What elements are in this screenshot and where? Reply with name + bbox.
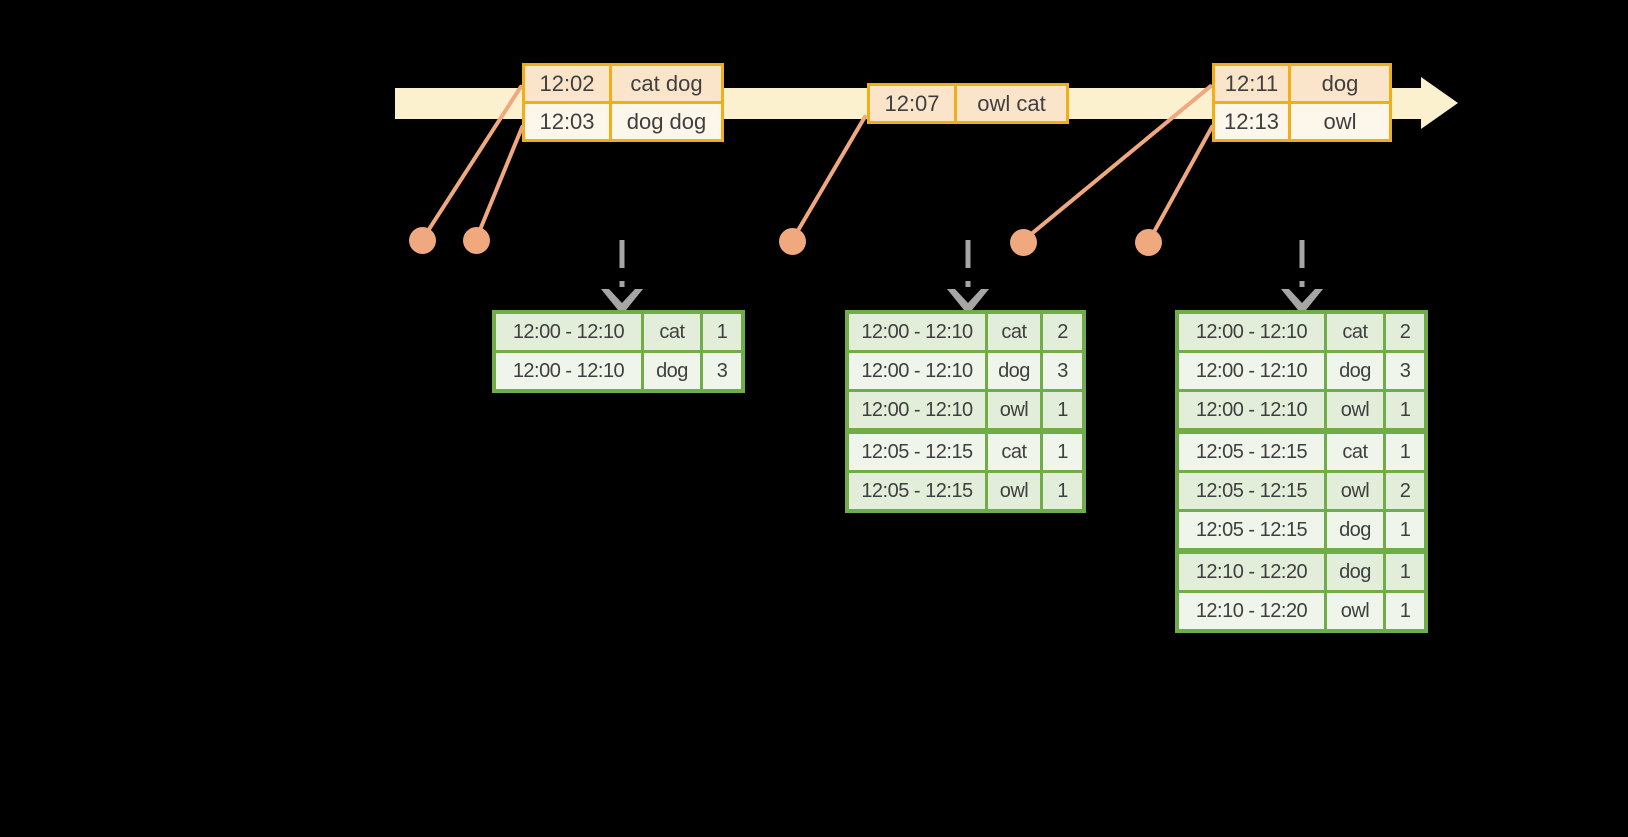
result-count: 1 <box>1043 392 1082 428</box>
dashed-arrow-down-icon <box>1281 240 1323 315</box>
result-word: owl <box>1327 473 1383 509</box>
result-row: 12:00 - 12:10 dog 3 <box>1179 353 1424 389</box>
event-words: dog <box>1291 66 1389 101</box>
result-row: 12:10 - 12:20 owl 1 <box>1179 593 1424 629</box>
event-dot-icon <box>463 227 490 254</box>
event-row: 12:03 dog dog <box>525 104 721 139</box>
event-row: 12:07 owl cat <box>870 86 1066 121</box>
result-count: 1 <box>1386 392 1424 428</box>
result-count: 2 <box>1043 314 1082 350</box>
result-row: 12:00 - 12:10 cat 2 <box>849 314 1082 350</box>
connector-line <box>791 113 868 241</box>
timeline-arrowhead-icon <box>1421 77 1458 129</box>
result-count: 1 <box>1043 473 1082 509</box>
event-words: owl cat <box>957 86 1066 121</box>
result-word: cat <box>644 314 700 350</box>
result-count: 1 <box>1386 434 1424 470</box>
dashed-arrow-down-icon <box>601 240 643 315</box>
result-count: 1 <box>1386 512 1424 548</box>
result-row: 12:00 - 12:10 dog 3 <box>496 353 741 389</box>
result-window: 12:00 - 12:10 <box>849 392 985 428</box>
result-table-1: 12:00 - 12:10 cat 1 12:00 - 12:10 dog 3 <box>492 310 745 393</box>
result-window: 12:00 - 12:10 <box>849 353 985 389</box>
result-window: 12:10 - 12:20 <box>1179 593 1324 629</box>
result-word: dog <box>1327 512 1383 548</box>
event-words: dog dog <box>612 104 721 139</box>
result-count: 2 <box>1386 473 1424 509</box>
result-window: 12:05 - 12:15 <box>849 473 985 509</box>
result-table-2: 12:00 - 12:10 cat 2 12:00 - 12:10 dog 3 … <box>845 310 1086 513</box>
result-count: 3 <box>1386 353 1424 389</box>
result-window: 12:00 - 12:10 <box>849 314 985 350</box>
result-word: owl <box>1327 392 1383 428</box>
result-window: 12:05 - 12:15 <box>1179 512 1324 548</box>
dashed-arrow-down-icon <box>947 240 989 315</box>
result-word: cat <box>1327 434 1383 470</box>
result-word: dog <box>1327 353 1383 389</box>
result-count: 1 <box>1386 593 1424 629</box>
result-row: 12:10 - 12:20 dog 1 <box>1179 554 1424 590</box>
event-row: 12:13 owl <box>1215 104 1389 139</box>
result-window: 12:10 - 12:20 <box>1179 554 1324 590</box>
result-word: owl <box>988 473 1040 509</box>
result-count: 3 <box>703 353 741 389</box>
event-table-1: 12:02 cat dog 12:03 dog dog <box>522 63 724 142</box>
result-word: cat <box>988 434 1040 470</box>
result-row: 12:05 - 12:15 owl 2 <box>1179 473 1424 509</box>
event-dot-icon <box>409 227 436 254</box>
result-word: dog <box>988 353 1040 389</box>
event-dot-icon <box>1010 229 1037 256</box>
event-row: 12:11 dog <box>1215 66 1389 101</box>
result-row: 12:05 - 12:15 cat 1 <box>849 434 1082 470</box>
event-words: cat dog <box>612 66 721 101</box>
result-word: cat <box>1327 314 1383 350</box>
result-window: 12:00 - 12:10 <box>496 314 641 350</box>
result-window: 12:00 - 12:10 <box>1179 353 1324 389</box>
result-row: 12:05 - 12:15 owl 1 <box>849 473 1082 509</box>
result-count: 3 <box>1043 353 1082 389</box>
result-row: 12:00 - 12:10 dog 3 <box>849 353 1082 389</box>
event-dot-icon <box>779 228 806 255</box>
result-count: 2 <box>1386 314 1424 350</box>
event-time: 12:13 <box>1215 104 1288 139</box>
event-time: 12:11 <box>1215 66 1288 101</box>
result-window: 12:00 - 12:10 <box>1179 392 1324 428</box>
event-table-3: 12:11 dog 12:13 owl <box>1212 63 1392 142</box>
result-word: cat <box>988 314 1040 350</box>
result-window: 12:00 - 12:10 <box>1179 314 1324 350</box>
result-count: 1 <box>1043 434 1082 470</box>
result-row: 12:00 - 12:10 cat 1 <box>496 314 741 350</box>
result-window: 12:00 - 12:10 <box>496 353 641 389</box>
result-count: 1 <box>1386 554 1424 590</box>
event-words: owl <box>1291 104 1389 139</box>
result-window: 12:05 - 12:15 <box>1179 434 1324 470</box>
event-table-2: 12:07 owl cat <box>867 83 1069 124</box>
result-table-3: 12:00 - 12:10 cat 2 12:00 - 12:10 dog 3 … <box>1175 310 1428 633</box>
result-word: dog <box>644 353 700 389</box>
result-row: 12:05 - 12:15 dog 1 <box>1179 512 1424 548</box>
result-window: 12:05 - 12:15 <box>1179 473 1324 509</box>
result-row: 12:00 - 12:10 owl 1 <box>1179 392 1424 428</box>
result-row: 12:00 - 12:10 cat 2 <box>1179 314 1424 350</box>
result-window: 12:05 - 12:15 <box>849 434 985 470</box>
result-word: owl <box>1327 593 1383 629</box>
event-row: 12:02 cat dog <box>525 66 721 101</box>
event-time: 12:07 <box>870 86 954 121</box>
result-word: owl <box>988 392 1040 428</box>
event-dot-icon <box>1135 229 1162 256</box>
event-time: 12:02 <box>525 66 609 101</box>
event-time: 12:03 <box>525 104 609 139</box>
result-row: 12:05 - 12:15 cat 1 <box>1179 434 1424 470</box>
result-count: 1 <box>703 314 741 350</box>
connector-line <box>1148 124 1215 240</box>
result-row: 12:00 - 12:10 owl 1 <box>849 392 1082 428</box>
result-word: dog <box>1327 554 1383 590</box>
